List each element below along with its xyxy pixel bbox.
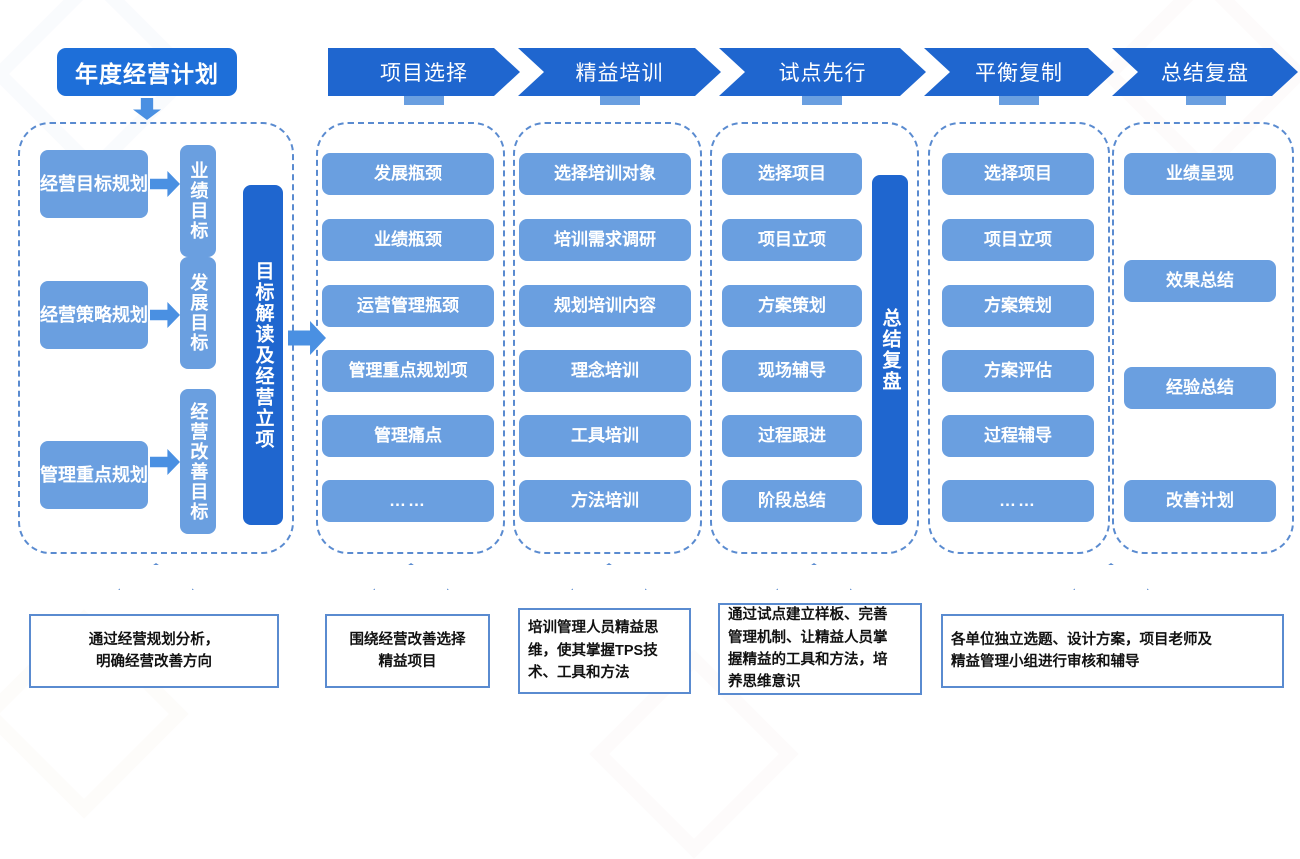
caption-line: 通过试点建立样板、完善 [728,607,888,624]
list-item[interactable]: 经验总结 [1124,367,1276,409]
caption-line: 各单位独立选题、设计方案，项目老师及 [951,631,1212,648]
list-item[interactable]: 管理痛点 [322,415,494,457]
list-item[interactable]: 项目立项 [942,219,1094,261]
stage-tab-accent [404,96,444,105]
list-item[interactable]: 工具培训 [519,415,691,457]
list-item[interactable]: 项目立项 [722,219,862,261]
list-item[interactable]: 运营管理瓶颈 [322,285,494,327]
list-item[interactable]: …… [322,480,494,522]
up-arrow-icon [373,563,449,619]
plan-source-box[interactable]: 管理重点规划 [40,441,148,509]
list-item[interactable]: 理念培训 [519,350,691,392]
list-item[interactable]: 方案策划 [722,285,862,327]
stage-banner-summary-review[interactable]: 总结复盘 [1112,48,1298,96]
stage-tab-accent [802,96,842,105]
up-arrow-icon [1073,563,1149,619]
list-item[interactable]: 选择项目 [722,153,862,195]
plan-target-box[interactable]: 发展目标 [180,257,216,369]
list-item[interactable]: 选择项目 [942,153,1094,195]
list-item[interactable]: 管理重点规划项 [322,350,494,392]
summary-review-bar[interactable]: 总结复盘 [872,175,908,525]
list-item[interactable]: 现场辅导 [722,350,862,392]
list-item[interactable]: 阶段总结 [722,480,862,522]
plan-source-box[interactable]: 经营策略规划 [40,281,148,349]
caption-project-selection: 围绕经营改善选择 精益项目 [325,614,490,688]
down-arrow-icon [133,98,161,120]
list-item[interactable]: 改善计划 [1124,480,1276,522]
stage-banner-balanced-replication[interactable]: 平衡复制 [924,48,1114,96]
caption-line: 养思维意识 [728,674,801,691]
plan-target-box[interactable]: 业绩目标 [180,145,216,257]
list-item[interactable]: 方法培训 [519,480,691,522]
caption-line: 精益项目 [378,654,437,670]
list-item[interactable]: 业绩呈现 [1124,153,1276,195]
caption-line: 握精益的工具和方法，培 [728,652,888,668]
stage-tab-accent [1186,96,1226,105]
caption-line: 精益管理小组进行审核和辅导 [951,654,1140,670]
plan-target-box[interactable]: 经营改善目标 [180,389,216,534]
caption-line: 管理机制、让精益人员掌 [728,629,888,646]
panel-pilot-first [710,122,919,554]
up-arrow-icon [118,563,194,619]
list-item[interactable]: 培训需求调研 [519,219,691,261]
list-item[interactable]: 过程跟进 [722,415,862,457]
caption-line: 通过经营规划分析， [88,631,220,648]
list-item[interactable]: 过程辅导 [942,415,1094,457]
list-item[interactable]: 效果总结 [1124,260,1276,302]
list-item[interactable]: 方案策划 [942,285,1094,327]
stage-banner-project-selection[interactable]: 项目选择 [328,48,520,96]
caption-lean-training: 培训管理人员精益思 维，使其掌握TPS技 术、工具和方法 [518,608,691,694]
caption-line: 维，使其掌握TPS技 [528,642,658,659]
panel-summary-review [1112,122,1294,554]
stage-tab-accent [999,96,1039,105]
list-item[interactable]: 发展瓶颈 [322,153,494,195]
panel-balanced-replication [928,122,1110,554]
stage-banner-pilot-first[interactable]: 试点先行 [719,48,926,96]
list-item[interactable]: 方案评估 [942,350,1094,392]
caption-pilot-first: 通过试点建立样板、完善 管理机制、让精益人员掌 握精益的工具和方法，培 养思维意… [718,603,922,695]
caption-line: 培训管理人员精益思 [528,620,659,637]
caption-replication-summary: 各单位独立选题、设计方案，项目老师及 精益管理小组进行审核和辅导 [941,614,1284,688]
stage-banner-lean-training[interactable]: 精益培训 [518,48,721,96]
list-item[interactable]: …… [942,480,1094,522]
list-item[interactable]: 选择培训对象 [519,153,691,195]
caption-line: 围绕经营改善选择 [349,631,466,648]
annual-plan-title: 年度经营计划 [57,48,237,96]
panel-lean-training [513,122,702,554]
plan-source-box[interactable]: 经营目标规划 [40,150,148,218]
list-item[interactable]: 规划培训内容 [519,285,691,327]
goal-interpretation-bar[interactable]: 目标解读及经营立项 [243,185,283,525]
caption-line: 术、工具和方法 [528,665,630,682]
list-item[interactable]: 业绩瓶颈 [322,219,494,261]
caption-line: 明确经营改善方向 [96,654,212,670]
caption-annual-plan: 通过经营规划分析， 明确经营改善方向 [29,614,279,688]
stage-tab-accent [600,96,640,105]
